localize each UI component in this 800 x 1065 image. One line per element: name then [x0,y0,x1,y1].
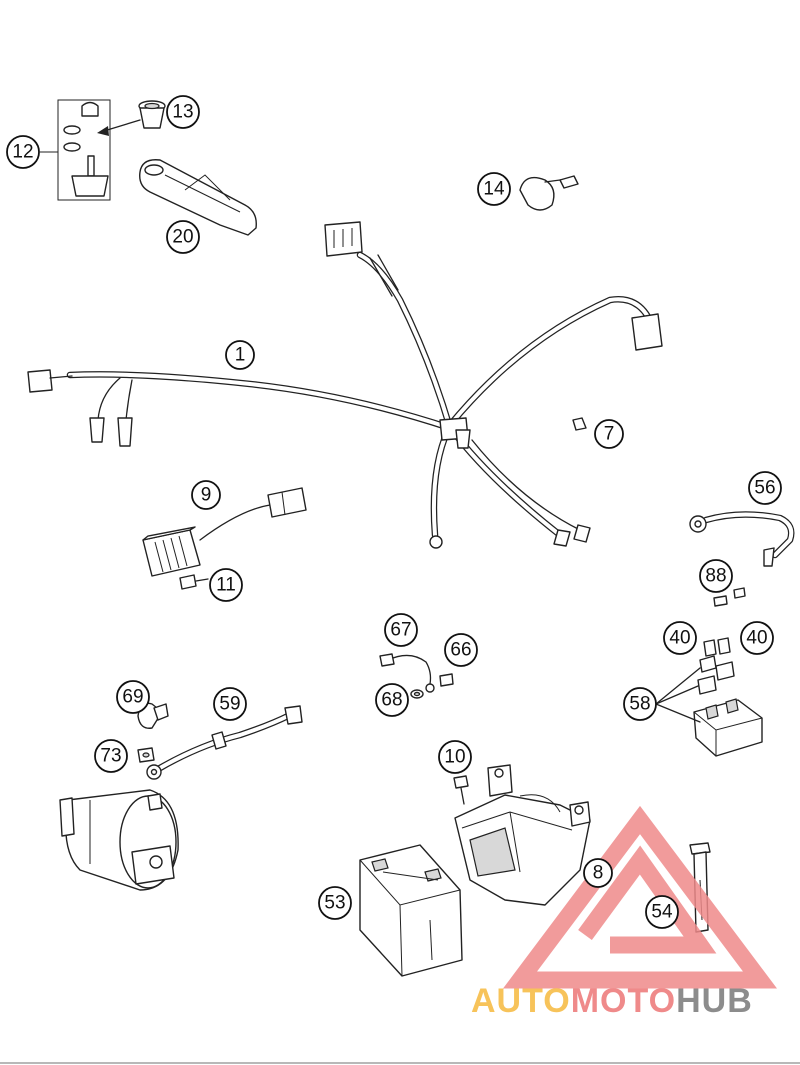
callout-73: 73 [94,739,128,773]
watermark-word-auto: AUTO [471,982,571,1020]
assembly-arrow [97,119,141,136]
part-58-starter-relay [655,655,763,757]
callout-53-label: 53 [324,893,345,914]
callout-11-label: 11 [216,575,236,596]
part-10-screw [453,775,469,805]
callout-59: 59 [213,687,247,721]
part-88-screws [713,587,746,607]
callout-56-label: 56 [754,478,775,499]
bottom-rule [0,1062,800,1064]
watermark-word-moto: MOTO [571,982,676,1020]
callout-67-label: 67 [390,620,411,641]
callout-10-label: 10 [444,747,465,768]
part-67-ground-lead [379,653,435,693]
callout-69: 69 [116,680,150,714]
callout-73-label: 73 [100,746,121,767]
callout-11: 11 [209,568,243,602]
callout-7-label: 7 [604,424,615,445]
callout-8: 8 [583,858,613,888]
callout-58: 58 [623,687,657,721]
callout-7: 7 [594,419,624,449]
part-13-bushing [138,100,166,129]
callout-1-label: 1 [235,345,246,366]
part-66-screw [439,673,454,687]
callout-69-label: 69 [122,687,143,708]
callout-40-left: 40 [663,621,697,655]
callout-68: 68 [375,683,409,717]
callout-8-label: 8 [593,863,604,884]
callout-14-label: 14 [483,179,505,200]
part-1-wiring-harness [27,221,663,549]
part-40-fuses [703,637,731,657]
callout-68-label: 68 [381,690,402,711]
callout-10: 10 [438,740,472,774]
callout-13-label: 13 [172,102,193,123]
starter-motor [59,789,179,891]
callout-67: 67 [384,613,418,647]
part-73-nut [137,747,155,763]
part-11-screw [179,574,209,590]
callout-66: 66 [444,633,478,667]
callout-20-label: 20 [172,227,193,248]
callout-53: 53 [318,886,352,920]
callout-9-label: 9 [201,485,212,506]
callout-12: 12 [6,135,40,169]
callout-13: 13 [166,95,200,129]
part-8-battery-holder [454,764,591,906]
callout-14: 14 [477,172,511,206]
part-7-clip [572,417,587,431]
part-12-fastener-kit [40,99,111,201]
part-9-regulator [142,487,307,577]
callout-88: 88 [699,559,733,593]
part-20-holder-bracket [139,159,257,236]
watermark-logo: AUTOMOTOHUB [471,805,777,1020]
callout-54: 54 [645,895,679,929]
callout-12-label: 12 [12,142,33,163]
svg-text:AUTOMOTOHUB: AUTOMOTOHUB [471,982,753,1020]
callout-40-right: 40 [740,621,774,655]
part-14-cable-tie [519,175,579,211]
callout-40-right-label: 40 [746,628,767,649]
part-59-starter-cable [146,705,303,780]
callout-54-label: 54 [651,902,673,923]
part-56-battery-cable [689,511,795,567]
part-68-washer [410,689,424,699]
callout-59-label: 59 [219,694,240,715]
callout-20: 20 [166,220,200,254]
callout-58-label: 58 [629,694,650,715]
watermark-word-hub: HUB [676,982,753,1020]
callout-66-label: 66 [450,640,471,661]
callout-9: 9 [191,480,221,510]
callout-1: 1 [225,340,255,370]
callout-88-label: 88 [705,566,726,587]
callout-40-left-label: 40 [669,628,690,649]
callout-56: 56 [748,471,782,505]
part-53-battery [359,844,463,977]
